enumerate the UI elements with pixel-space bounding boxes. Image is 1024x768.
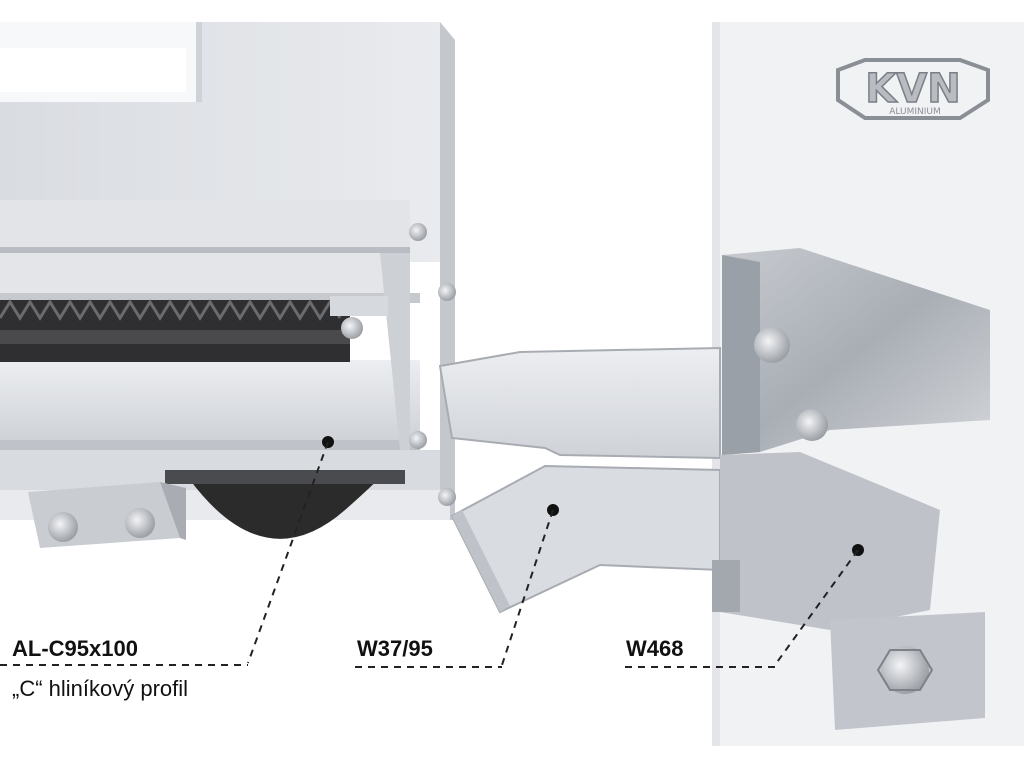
kvn-logo: KVN ALUMINIUM bbox=[836, 58, 990, 120]
screw-icon bbox=[438, 488, 456, 506]
gate-panel bbox=[0, 22, 455, 520]
callout-leader-al-c95x100 bbox=[0, 436, 334, 666]
callout-leader-w37-95 bbox=[355, 504, 559, 668]
bolt-icon bbox=[48, 512, 78, 542]
guide-arm-w37-95 bbox=[438, 346, 721, 614]
callout-description-al-c95x100: „C“ hliníkový profil bbox=[12, 676, 189, 701]
wheel bbox=[165, 470, 405, 539]
callout-code-al-c95x100: AL-C95x100 bbox=[12, 636, 138, 661]
screw-icon bbox=[409, 431, 427, 449]
wall-bracket-w468 bbox=[712, 248, 990, 730]
bolt-icon bbox=[754, 327, 790, 363]
screw-icon bbox=[438, 283, 456, 301]
screw-icon bbox=[409, 223, 427, 241]
callout-code-w468: W468 bbox=[626, 636, 684, 661]
callout-code-w37-95: W37/95 bbox=[357, 636, 433, 661]
callout-leader-w468 bbox=[625, 544, 864, 668]
bolt-icon bbox=[125, 508, 155, 538]
bolt-icon bbox=[881, 646, 929, 694]
gear-rack bbox=[0, 296, 388, 362]
screw-icon bbox=[341, 317, 363, 339]
wheel-holder bbox=[28, 482, 186, 548]
logo-main-text: KVN bbox=[865, 66, 960, 112]
logo-sub-text: ALUMINIUM bbox=[889, 107, 940, 117]
bolt-icon bbox=[796, 409, 828, 441]
